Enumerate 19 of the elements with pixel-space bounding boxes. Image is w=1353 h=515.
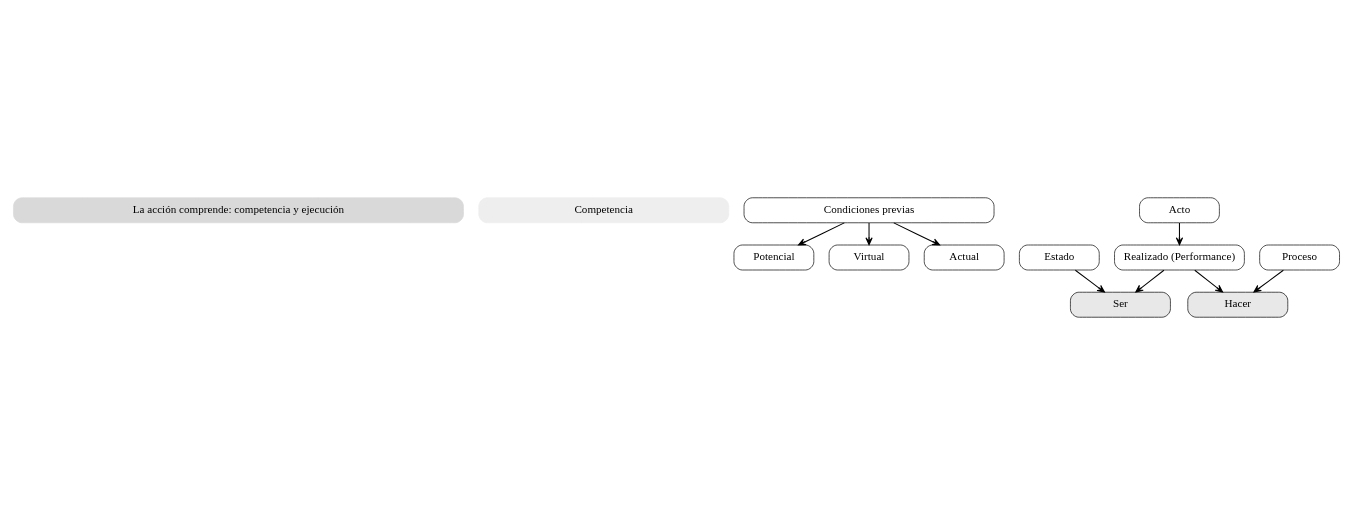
arrow (865, 222, 873, 246)
node-box: Ser (1070, 291, 1171, 318)
arrow (1135, 269, 1165, 293)
node-box: Realizado (Performance) (1114, 244, 1245, 271)
node-box: Virtual (828, 244, 910, 271)
arrow (1253, 269, 1284, 293)
node-box: Hacer (1187, 291, 1289, 318)
node-box: Proceso (1259, 244, 1340, 271)
node-box: Condiciones previas (743, 197, 995, 224)
arrow (1175, 222, 1184, 246)
arrow (798, 222, 845, 246)
node-box: Actual (923, 244, 1005, 271)
arrow (893, 222, 941, 246)
node-box: La acción comprende: competencia y ejecución (13, 197, 464, 224)
node-box: Potencial (733, 244, 815, 271)
arrow (1194, 269, 1224, 293)
arrow (1074, 269, 1105, 293)
node-box: Acto (1139, 197, 1220, 224)
node-box: Estado (1019, 244, 1100, 271)
